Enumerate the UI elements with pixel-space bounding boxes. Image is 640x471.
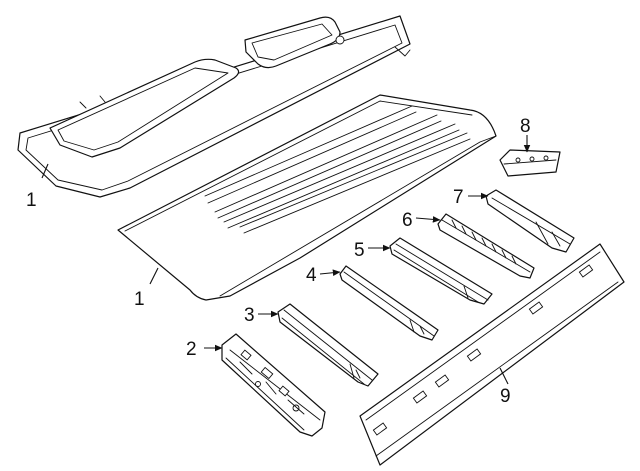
roof-bow-6 — [437, 213, 535, 279]
roof-bow-3 — [277, 303, 379, 387]
roof-panel-with-sunroof — [17, 15, 411, 198]
callout-4: 4 — [306, 265, 317, 286]
reinforcement-bracket — [499, 149, 561, 177]
front-header-bracket — [221, 333, 326, 437]
rear-header-panel — [359, 243, 625, 466]
callout-2: 2 — [186, 339, 197, 360]
roof-bow-5 — [389, 237, 493, 305]
roof-bow-4 — [339, 265, 439, 341]
callout-1-lower: 1 — [134, 289, 145, 310]
callout-1-upper: 1 — [26, 190, 37, 211]
leader-lines — [41, 135, 531, 385]
roof-bow-7 — [485, 189, 575, 253]
callout-labels: 1 1 2 3 4 5 6 7 8 9 — [26, 116, 531, 407]
callout-9: 9 — [500, 386, 511, 407]
roof-panel-ribbed — [117, 94, 497, 301]
callout-8: 8 — [520, 116, 531, 137]
callout-5: 5 — [354, 240, 365, 261]
callout-3: 3 — [244, 305, 255, 326]
callout-6: 6 — [402, 210, 413, 231]
callout-7: 7 — [453, 187, 464, 208]
